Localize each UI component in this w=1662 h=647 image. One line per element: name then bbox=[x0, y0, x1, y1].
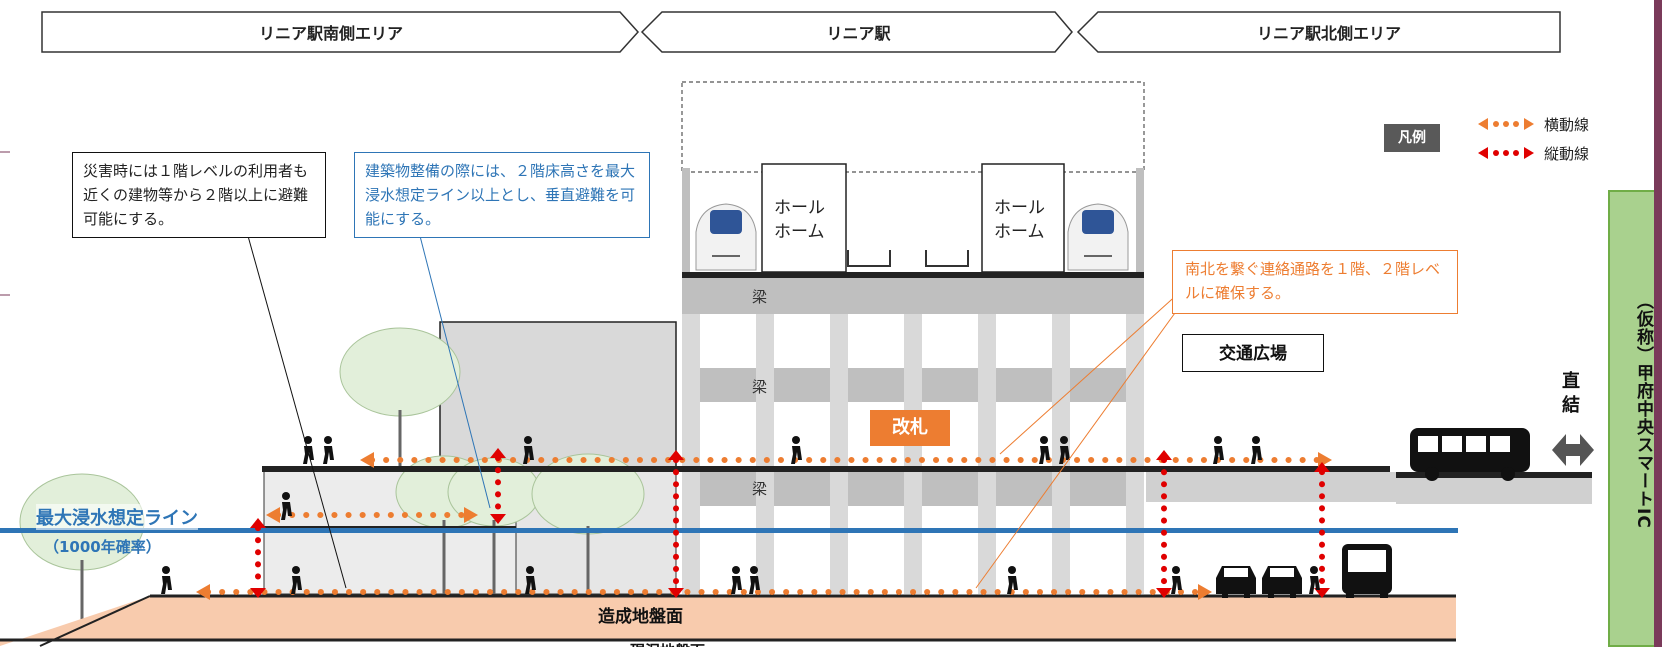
pedestrian-deck bbox=[514, 466, 1390, 472]
car-icons bbox=[1216, 566, 1302, 598]
disaster-callout: 災害時には１階レベルの利用者も近くの建物等から２階以上に避難可能にする。 bbox=[72, 152, 326, 238]
existing-ground-label: 現況地盤面 bbox=[630, 640, 705, 647]
disaster-leader bbox=[247, 235, 347, 589]
south-area-banner bbox=[41, 11, 640, 53]
transport-plaza: 交通広場 bbox=[1182, 334, 1324, 372]
bus-side-icon bbox=[1410, 428, 1530, 481]
flood-line-label: 最大浸水想定ライン bbox=[36, 504, 198, 530]
bus-front-icon bbox=[1342, 544, 1392, 598]
south-area-title: リニア駅南側エリア bbox=[258, 24, 403, 43]
legend-horizontal: 横動線 bbox=[1544, 116, 1590, 134]
future-building-outline bbox=[681, 81, 1145, 173]
south-tall-building bbox=[439, 321, 677, 471]
passage-callout: 南北を繋ぐ連絡通路を１階、２階レベルに確保する。 bbox=[1172, 250, 1458, 314]
smart-ic-label: （仮称）甲府中央スマートIC bbox=[1633, 292, 1653, 529]
beam-label-top: 梁 bbox=[752, 288, 768, 306]
south-2f-deck bbox=[262, 466, 514, 472]
station-title: リニア駅 bbox=[826, 24, 891, 43]
hall-home-2 bbox=[981, 163, 1065, 273]
passage-leader-2 bbox=[975, 305, 1181, 589]
legend-glyphs bbox=[1478, 118, 1534, 159]
legend-vertical: 縦動線 bbox=[1544, 145, 1590, 163]
hall-home-label-2: ホールホーム bbox=[994, 198, 1045, 242]
area-banners bbox=[41, 11, 1561, 53]
flood-probability-label: （1000年確率） bbox=[44, 538, 161, 556]
north-area-title: リニア駅北側エリア bbox=[1256, 24, 1401, 43]
hall-home-1 bbox=[761, 163, 847, 273]
pedestrian-icons bbox=[161, 436, 1320, 594]
direct-connection-arrow bbox=[1552, 434, 1594, 466]
maglev-train-left bbox=[695, 203, 757, 271]
hall-home-label-1: ホールホーム bbox=[774, 198, 825, 242]
building-leader bbox=[419, 235, 491, 509]
ticket-gate: 改札 bbox=[870, 410, 950, 446]
north-area-banner bbox=[1076, 11, 1561, 53]
beam-label-low: 梁 bbox=[752, 480, 768, 498]
ground-label: 造成地盤面 bbox=[598, 607, 683, 627]
smart-ic-panel: （仮称）甲府中央スマートIC bbox=[1608, 190, 1658, 647]
right-edge-bar bbox=[1654, 0, 1662, 647]
building-callout: 建築物整備の際には、２階床高さを最大浸水想定ライン以上とし、垂直避難を可能にする… bbox=[354, 152, 650, 238]
passage-leader-1 bbox=[999, 291, 1181, 455]
station-structure bbox=[682, 163, 1144, 594]
beam-label-mid: 梁 bbox=[752, 378, 768, 396]
vertical-routes bbox=[250, 448, 1330, 598]
beam-band-top bbox=[682, 278, 1144, 314]
legend-title: 凡例 bbox=[1384, 124, 1440, 152]
maglev-train-right bbox=[1067, 203, 1129, 271]
station-banner bbox=[640, 11, 1073, 53]
direct-connection-label: 直結 bbox=[1562, 371, 1580, 416]
flood-line bbox=[0, 528, 1458, 533]
